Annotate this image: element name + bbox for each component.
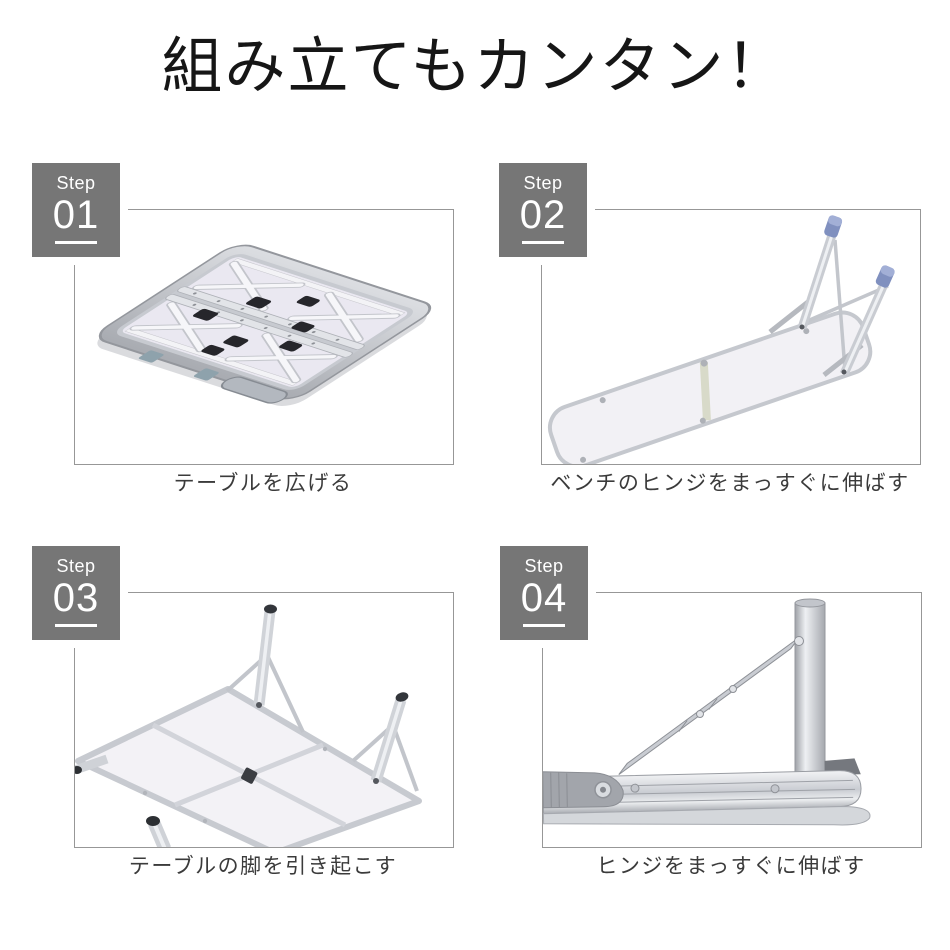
step-number-underline xyxy=(523,624,565,627)
step-number-underline xyxy=(55,241,97,244)
step-label: Step xyxy=(523,173,563,193)
step-badge: Step 01 xyxy=(24,155,128,265)
step-image-frame xyxy=(541,209,921,465)
step-number: 01 xyxy=(52,193,100,237)
hinge-closeup-image xyxy=(543,598,871,826)
step-image-frame xyxy=(542,592,922,848)
step-caption: テーブルの脚を引き起こす xyxy=(128,855,398,878)
step-badge: Step 04 xyxy=(492,538,596,648)
step-section-03: Step 03 テーブルの脚を引き起こす xyxy=(24,538,454,888)
step-section-04: Step 04 ヒンジをまっすぐに伸ばす xyxy=(492,538,922,888)
step-badge: Step 02 xyxy=(491,155,595,265)
step-caption: ベンチのヒンジをまっすぐに伸ばす xyxy=(550,472,910,495)
table-legs-raised-image xyxy=(75,604,422,847)
step-caption: テーブルを広げる xyxy=(173,472,353,495)
step-caption: ヒンジをまっすぐに伸ばす xyxy=(596,855,866,878)
step-label: Step xyxy=(524,556,564,576)
step-number: 02 xyxy=(519,193,567,237)
step-image-frame xyxy=(74,592,454,848)
step-number-underline xyxy=(522,241,564,244)
step-badge: Step 03 xyxy=(24,538,128,648)
page-title: 組み立てもカンタン！ xyxy=(161,32,789,100)
step-number: 04 xyxy=(520,576,568,620)
step-label: Step xyxy=(56,556,96,576)
step-section-02: Step 02 ベンチのヒンジをまっすぐに伸ばす xyxy=(491,155,921,505)
bench-hinge-unfold-image xyxy=(547,215,895,464)
step-number-underline xyxy=(55,624,97,627)
step-image-frame xyxy=(74,209,454,465)
step-number: 03 xyxy=(52,576,100,620)
step-label: Step xyxy=(56,173,96,193)
folded-table-case-image xyxy=(97,244,432,406)
step-section-01: Step 01 テーブルを広げる xyxy=(24,155,454,505)
